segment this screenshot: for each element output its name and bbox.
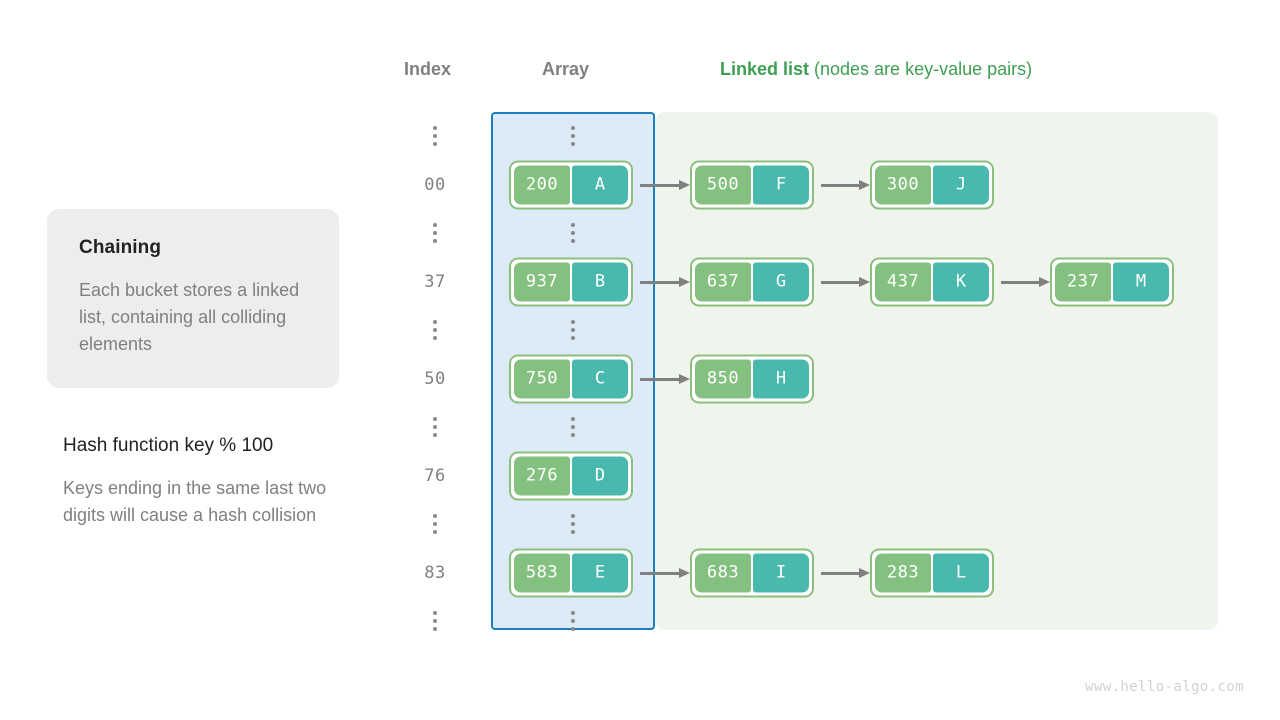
ellipsis-row	[0, 597, 1280, 645]
next-pointer-arrow-icon	[821, 179, 870, 190]
index-ellipsis-icon	[404, 320, 466, 340]
bucket-index-label: 00	[424, 174, 446, 195]
node-value: B	[572, 262, 628, 301]
node-key: 850	[695, 359, 751, 398]
ellipsis-row	[0, 209, 1280, 257]
node-key: 750	[514, 359, 570, 398]
header-linked-list-strong: Linked list	[720, 59, 810, 79]
node-key: 276	[514, 456, 570, 495]
node-key: 300	[875, 165, 931, 204]
node-key: 637	[695, 262, 751, 301]
node-value: L	[933, 553, 989, 592]
next-pointer-arrow-icon	[640, 567, 690, 578]
node-value: K	[933, 262, 989, 301]
node-value: J	[933, 165, 989, 204]
node-key: 937	[514, 262, 570, 301]
header-linked-list-rest: (nodes are key-value pairs)	[809, 59, 1033, 79]
index-ellipsis-icon	[404, 417, 466, 437]
hash-function-block: Hash function key % 100 Keys ending in t…	[47, 435, 347, 529]
chaining-description: Each bucket stores a linked list, contai…	[79, 280, 300, 354]
array-ellipsis-icon	[542, 320, 604, 340]
next-pointer-arrow-icon	[640, 276, 690, 287]
node-value: A	[572, 165, 628, 204]
node-key: 500	[695, 165, 751, 204]
index-ellipsis-icon	[404, 514, 466, 534]
array-ellipsis-icon	[542, 611, 604, 631]
ellipsis-row	[0, 403, 1280, 451]
node-value: G	[753, 262, 809, 301]
header-linked-list: Linked list (nodes are key-value pairs)	[720, 59, 1032, 80]
node-key: 200	[514, 165, 570, 204]
next-pointer-arrow-icon	[821, 567, 870, 578]
node-value: C	[572, 359, 628, 398]
node-key: 683	[695, 553, 751, 592]
node-value: F	[753, 165, 809, 204]
node-key: 283	[875, 553, 931, 592]
header-array: Array	[542, 59, 590, 79]
watermark: www.hello-algo.com	[1085, 679, 1244, 695]
chaining-card: Chaining Each bucket stores a linked lis…	[47, 209, 339, 388]
bucket-index-label: 37	[424, 271, 446, 292]
node-value: H	[753, 359, 809, 398]
array-ellipsis-icon	[542, 126, 604, 146]
next-pointer-arrow-icon	[821, 276, 870, 287]
next-pointer-arrow-icon	[640, 179, 690, 190]
chaining-title: Chaining	[79, 237, 162, 258]
node-value: D	[572, 456, 628, 495]
ellipsis-row	[0, 306, 1280, 354]
node-value: I	[753, 553, 809, 592]
index-ellipsis-icon	[404, 223, 466, 243]
hash-function-description: Keys ending in the same last two digits …	[63, 478, 327, 525]
node-value: M	[1113, 262, 1169, 301]
index-ellipsis-icon	[404, 611, 466, 631]
bucket-index-label: 83	[424, 562, 446, 583]
next-pointer-arrow-icon	[640, 373, 690, 384]
next-pointer-arrow-icon	[1001, 276, 1050, 287]
node-value: E	[572, 553, 628, 592]
ellipsis-row	[0, 112, 1280, 160]
hash-function-title: Hash function key % 100	[63, 435, 274, 456]
array-ellipsis-icon	[542, 514, 604, 534]
node-key: 437	[875, 262, 931, 301]
index-ellipsis-icon	[404, 126, 466, 146]
bucket-index-label: 76	[424, 465, 446, 486]
array-ellipsis-icon	[542, 223, 604, 243]
explanation-column: Chaining Each bucket stores a linked lis…	[47, 209, 347, 529]
node-key: 237	[1055, 262, 1111, 301]
bucket-index-label: 50	[424, 368, 446, 389]
ellipsis-row	[0, 500, 1280, 548]
node-key: 583	[514, 553, 570, 592]
header-index: Index	[404, 59, 452, 79]
array-ellipsis-icon	[542, 417, 604, 437]
